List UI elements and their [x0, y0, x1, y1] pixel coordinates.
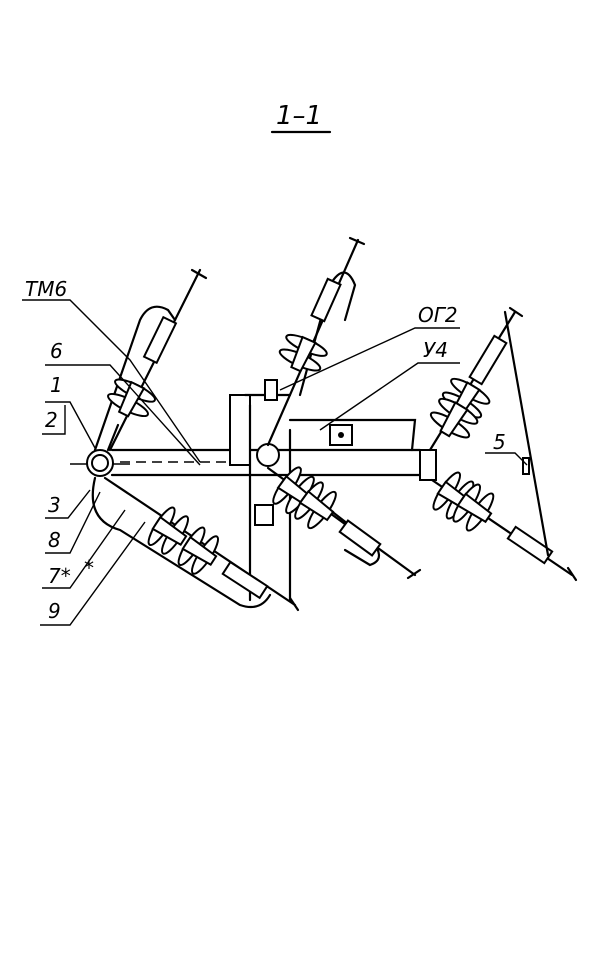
middle-upper-insulator-string — [264, 236, 366, 447]
stay-wire — [503, 310, 550, 557]
callout-labels: ТМ6 6 1 2 3 8 7* * 9 ОГ2 У4 5 — [22, 277, 528, 626]
middle-clamp — [256, 443, 280, 467]
label-u4: У4 — [423, 338, 448, 362]
crossarm-beam — [70, 418, 422, 477]
right-clamp — [419, 449, 437, 481]
label-7: 7* — [48, 564, 71, 588]
right-lower-insulator-string — [428, 468, 578, 582]
middle-lower-insulator-string — [266, 463, 422, 580]
support-post — [229, 393, 292, 602]
label-tm6: ТМ6 — [25, 277, 67, 301]
label-7-star: * — [84, 556, 94, 580]
label-og2: ОГ2 — [418, 303, 458, 327]
label-6: 6 — [50, 339, 63, 363]
label-9: 9 — [48, 599, 61, 623]
label-3: 3 — [48, 493, 61, 517]
section-title: 1–1 — [276, 101, 322, 131]
label-2: 2 — [45, 408, 58, 432]
left-upper-insulator-string — [93, 268, 208, 452]
label-5: 5 — [493, 430, 506, 454]
label-1: 1 — [50, 373, 63, 397]
left-lower-insulator-string — [91, 476, 300, 612]
right-upper-insulator-string — [424, 306, 524, 452]
label-8: 8 — [48, 528, 61, 552]
